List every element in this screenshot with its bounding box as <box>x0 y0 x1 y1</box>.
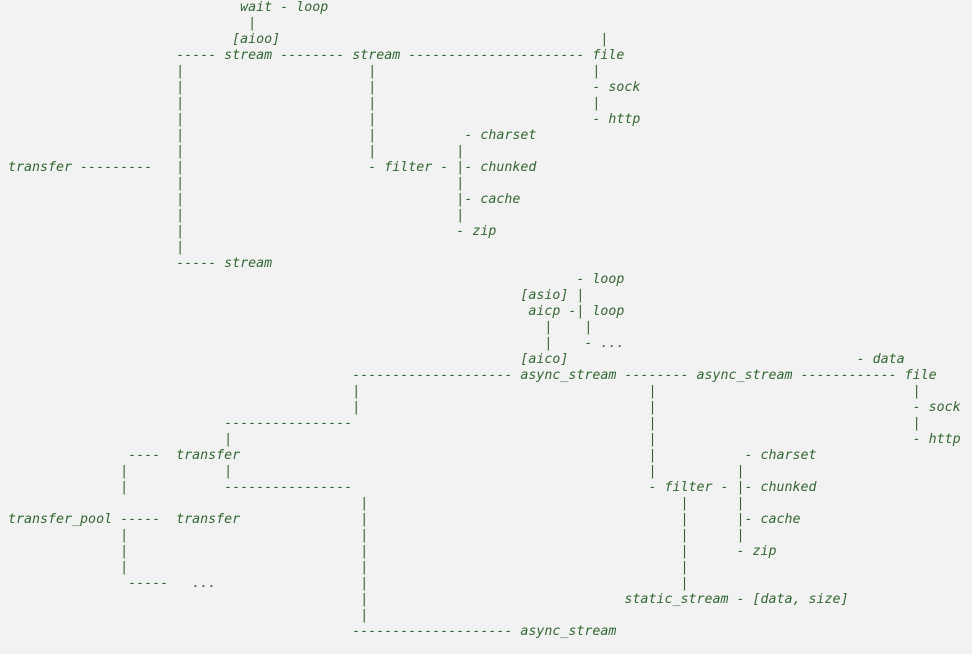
diagram-line: ----- ... | | <box>0 576 689 591</box>
diagram-line: -------------------- async_stream ------… <box>0 368 937 383</box>
diagram-line: | | | | <box>0 464 745 479</box>
diagram-line: | | - charset <box>0 128 537 143</box>
diagram-line: aicp -| loop <box>0 304 625 319</box>
diagram-line: [aico] - data <box>0 352 905 367</box>
diagram-line: -------------------- async_stream <box>0 624 617 639</box>
diagram-line: ----- stream <box>0 256 273 271</box>
diagram-line: | | <box>0 208 465 223</box>
diagram-line: | - ... <box>0 336 625 351</box>
diagram-line: | - zip <box>0 224 497 239</box>
diagram-line: | | | <box>0 384 921 399</box>
diagram-line: ---- transfer | - charset <box>0 448 817 463</box>
diagram-line: transfer_pool ----- transfer | | |- cach… <box>0 512 801 527</box>
diagram-line: | |- cache <box>0 192 521 207</box>
diagram-line: ---------------- | | <box>0 416 921 431</box>
diagram-line: | | - http <box>0 112 641 127</box>
diagram-line: | | | <box>0 560 689 575</box>
diagram-line: | static_stream - [data, size] <box>0 592 849 607</box>
diagram-line: ----- stream -------- stream -----------… <box>0 48 625 63</box>
diagram-line: | | <box>0 176 465 191</box>
diagram-line: | | | - zip <box>0 544 777 559</box>
diagram-line: transfer --------- | - filter - |- chunk… <box>0 160 537 175</box>
diagram-line: | | - sock <box>0 400 961 415</box>
diagram-line: wait - loop <box>0 0 329 15</box>
diagram-line: | ---------------- - filter - |- chunked <box>0 480 817 495</box>
diagram-line: | | <box>0 320 593 335</box>
diagram-line: | | | <box>0 64 601 79</box>
diagram-line: | | - sock <box>0 80 641 95</box>
diagram-line: [aioo] | <box>0 32 609 47</box>
diagram-line: | <box>0 608 369 623</box>
diagram-line: | | | <box>0 144 465 159</box>
diagram-line: | | | <box>0 96 601 111</box>
diagram-line: [asio] | <box>0 288 585 303</box>
diagram-line: | <box>0 240 185 255</box>
diagram-line: | | | <box>0 496 745 511</box>
diagram-line: - loop <box>0 272 625 287</box>
diagram-line: | <box>0 16 257 31</box>
diagram-line: | | | | <box>0 528 745 543</box>
diagram-line: | | - http <box>0 432 961 447</box>
